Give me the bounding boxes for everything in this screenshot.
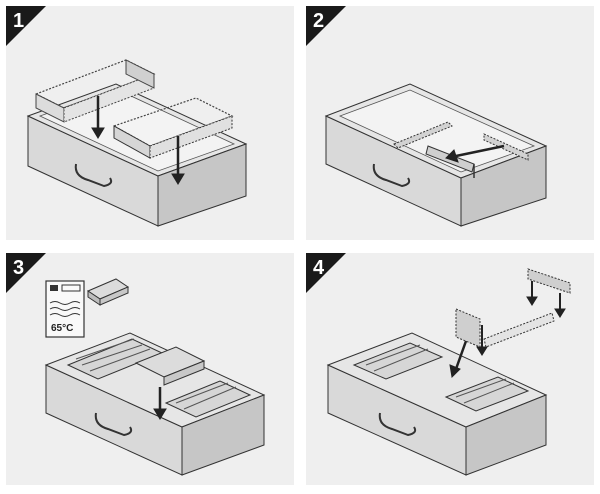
step-3-panel: 65°C 3 xyxy=(6,253,294,485)
step-1-panel: 1 xyxy=(6,6,294,240)
drawer-icon xyxy=(26,83,248,227)
step-badge xyxy=(306,6,346,46)
step-number: 3 xyxy=(13,257,25,279)
step-4-illustration xyxy=(306,253,571,476)
arrow-icon xyxy=(445,144,505,163)
step-badge xyxy=(6,6,46,46)
temperature-label: 65°C xyxy=(51,323,73,334)
cutlery-tray-icon xyxy=(352,342,530,412)
step-number: 1 xyxy=(13,10,25,32)
step-badge xyxy=(6,253,46,293)
divider-rail-icon xyxy=(455,268,571,348)
step-4-panel: 4 xyxy=(306,253,594,485)
step-3-illustration: 65°C xyxy=(6,253,266,476)
down-arrow-icon xyxy=(449,281,566,379)
step-badge xyxy=(306,253,346,293)
down-arrow-icon xyxy=(153,387,167,420)
cutlery-tray-icon xyxy=(66,338,252,418)
frame-insert-icon xyxy=(34,59,234,159)
down-arrow-icon xyxy=(91,96,185,185)
step-2-illustration xyxy=(306,6,548,227)
step-number: 4 xyxy=(313,257,325,279)
cutlery-tray-icon xyxy=(86,278,130,306)
step-1-illustration xyxy=(6,6,248,227)
step-2-panel: 2 xyxy=(306,6,594,240)
step-number: 2 xyxy=(313,10,325,32)
dishwasher-icon: 65°C xyxy=(45,280,85,338)
